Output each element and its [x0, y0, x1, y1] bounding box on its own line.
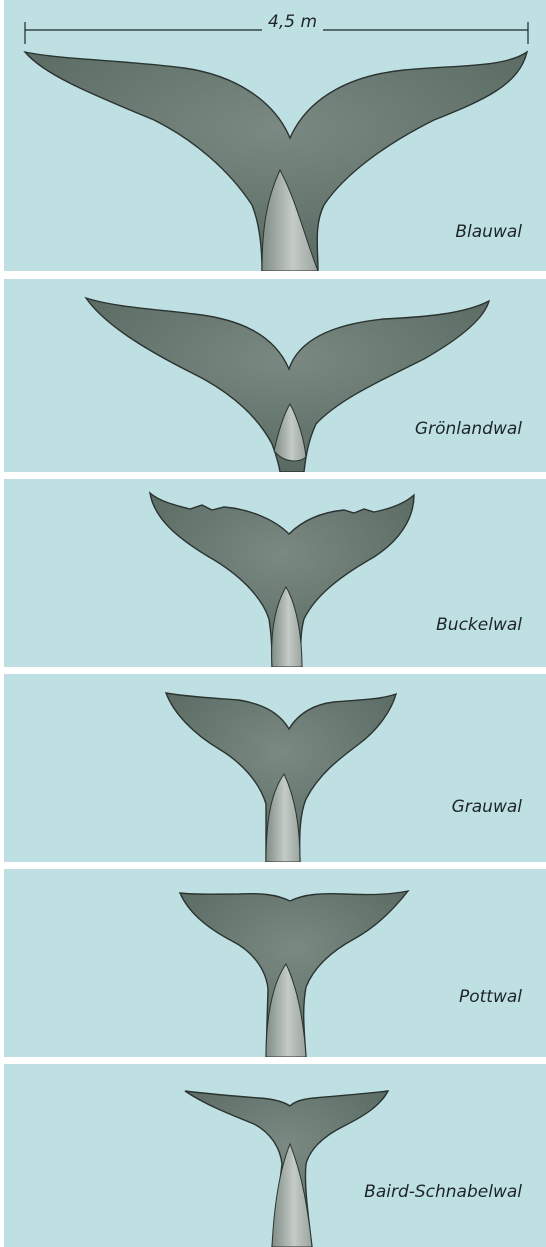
whale-label: Blauwal: [455, 222, 522, 242]
whale-label: Buckelwal: [436, 615, 522, 635]
panel-grauwal: Grauwal: [4, 674, 546, 862]
panel-baird-schnabelwal: Baird-Schnabelwal: [4, 1064, 546, 1247]
panel-blauwal: 4,5 m Blauwal: [4, 0, 546, 271]
panel-pottwal: Pottwal: [4, 869, 546, 1057]
fluke-baird-schnabelwal: [4, 1064, 546, 1247]
whale-label: Baird-Schnabelwal: [364, 1182, 522, 1202]
whale-label: Pottwal: [459, 987, 522, 1007]
fluke-buckelwal: [4, 479, 546, 667]
fluke-pottwal: [4, 869, 546, 1057]
whale-label: Grönlandwal: [415, 419, 522, 439]
panel-groenlandwal: Grönlandwal: [4, 279, 546, 472]
fluke-grauwal: [4, 674, 546, 862]
fluke-groenlandwal: [4, 279, 546, 472]
whale-label: Grauwal: [452, 797, 522, 817]
panel-buckelwal: Buckelwal: [4, 479, 546, 667]
